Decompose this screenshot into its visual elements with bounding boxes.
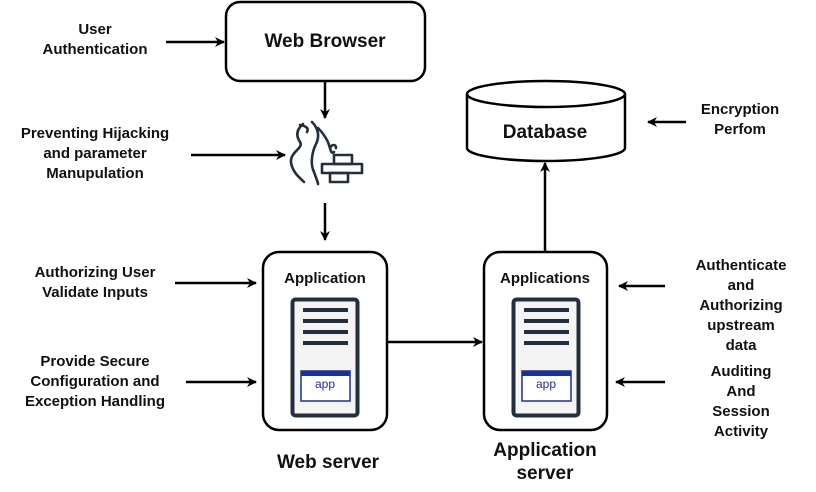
- annotation-preventing-hijacking: Preventing Hijacking and parameter Manup…: [20, 125, 170, 182]
- annotation-user-authentication: User Authentication: [42, 21, 148, 58]
- annotation-encryption: Encryption Perfom: [700, 101, 780, 138]
- application-server-caption: Application server: [493, 440, 597, 484]
- web-server-caption: Web server: [276, 452, 380, 473]
- firewall-icon: [289, 120, 364, 186]
- annotation-secure-configuration: Provide Secure Configuration and Excepti…: [24, 353, 166, 410]
- web-server-app-tag: app: [314, 377, 336, 391]
- app-server-inner-label: Applications: [499, 270, 591, 287]
- web-browser-box: [224, 0, 427, 83]
- server-icon: [511, 297, 581, 418]
- annotation-auditing: Auditing And Session Activity: [710, 363, 772, 440]
- database-cylinder: [465, 79, 627, 163]
- app-server-app-tag: app: [535, 377, 557, 391]
- web-server-inner-label: Application: [284, 270, 366, 287]
- server-icon: [290, 297, 360, 418]
- annotation-authorizing-user: Authorizing User Validate Inputs: [34, 264, 156, 301]
- annotation-authenticate-upstream: Authenticate and Authorizing upstream da…: [695, 257, 787, 354]
- database-label: Database: [502, 122, 588, 143]
- web-browser-label: Web Browser: [264, 31, 386, 52]
